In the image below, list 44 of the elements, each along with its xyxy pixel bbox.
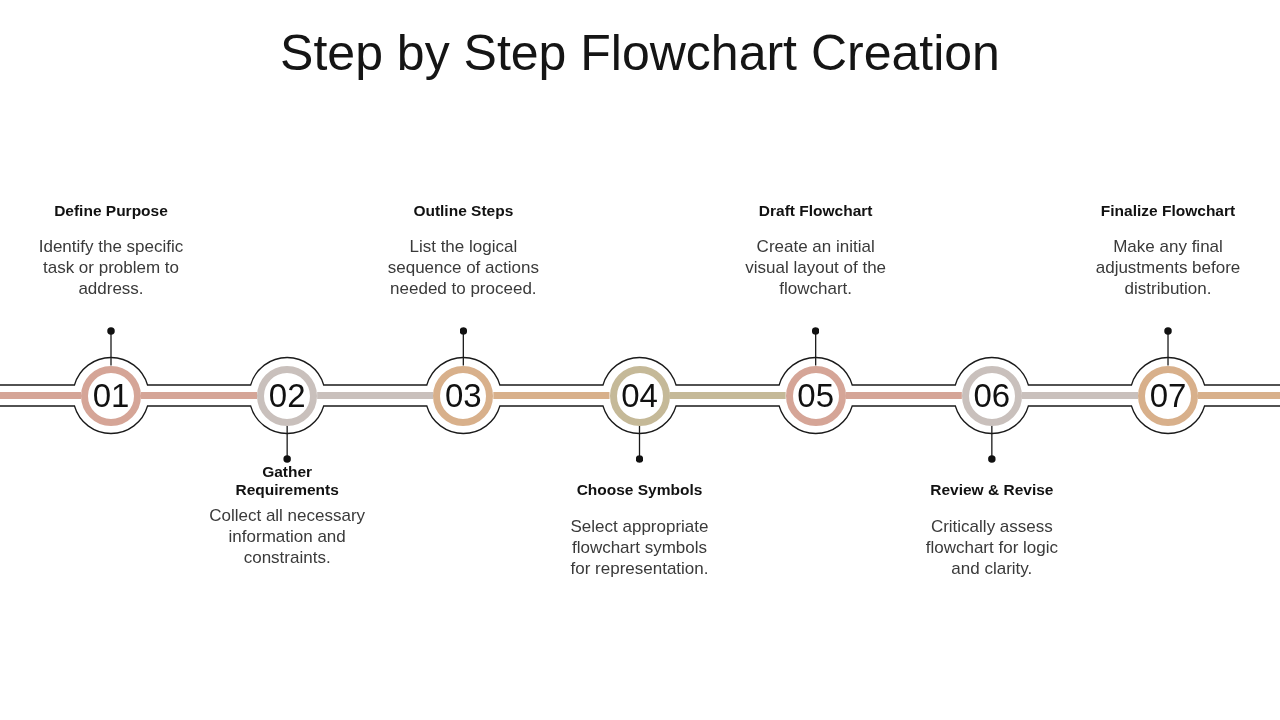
timeline-segment [845,392,962,399]
step-title: Choose Symbols [576,481,703,499]
timeline-segment [141,392,258,399]
step-number: 07 [1149,377,1187,414]
leader-line [107,327,115,367]
leader-line [811,327,820,367]
step-description: Make any final adjustments before distribution. [1094,236,1242,299]
step-title: Define Purpose [54,202,168,220]
leader-line [1164,327,1172,367]
step-description: Select appropriate flowchart symbols for representation. [569,515,710,579]
step-description: Create an initial visual layout of the flowchart. [744,236,888,299]
timeline-segment [1198,392,1280,399]
leader-line [283,424,291,463]
step-number: 01 [92,377,130,414]
timeline-segment [1021,392,1138,399]
title: Step by Step Flowchart Creation [280,24,1000,82]
step-circle [961,365,1022,426]
leader-line [635,424,644,463]
step-circle [81,365,141,426]
step-number: 02 [268,377,306,414]
step-number: 06 [973,377,1011,414]
step-circle [257,365,318,426]
timeline-segment [317,392,434,399]
timeline-segment [493,392,610,399]
step-description: Critically assess flowchart for logic and clarity. [924,515,1059,579]
step-circle [433,365,494,426]
step-title: Draft Flowchart [758,202,873,220]
step-circle [785,365,846,426]
step-description: Collect all necessary information and constraints. [208,505,367,568]
step-title: Finalize Flowchart [1100,202,1236,220]
step-description: Identify the specific task or problem to address. [37,236,185,299]
leader-line [459,327,468,367]
leader-line [988,424,996,463]
step-number: 05 [797,377,835,414]
step-title: Outline Steps [413,202,514,220]
step-title: Review & Revise [930,481,1054,499]
timeline-segment [669,392,786,399]
step-number: 03 [444,377,482,414]
step-description: List the logical sequence of actions needed to proceed. [386,236,540,299]
step-title: Gather Requirements [234,463,340,499]
timeline-segment [0,392,81,399]
step-circle [1138,365,1198,426]
step-circle [609,365,670,426]
step-number: 04 [621,377,658,414]
